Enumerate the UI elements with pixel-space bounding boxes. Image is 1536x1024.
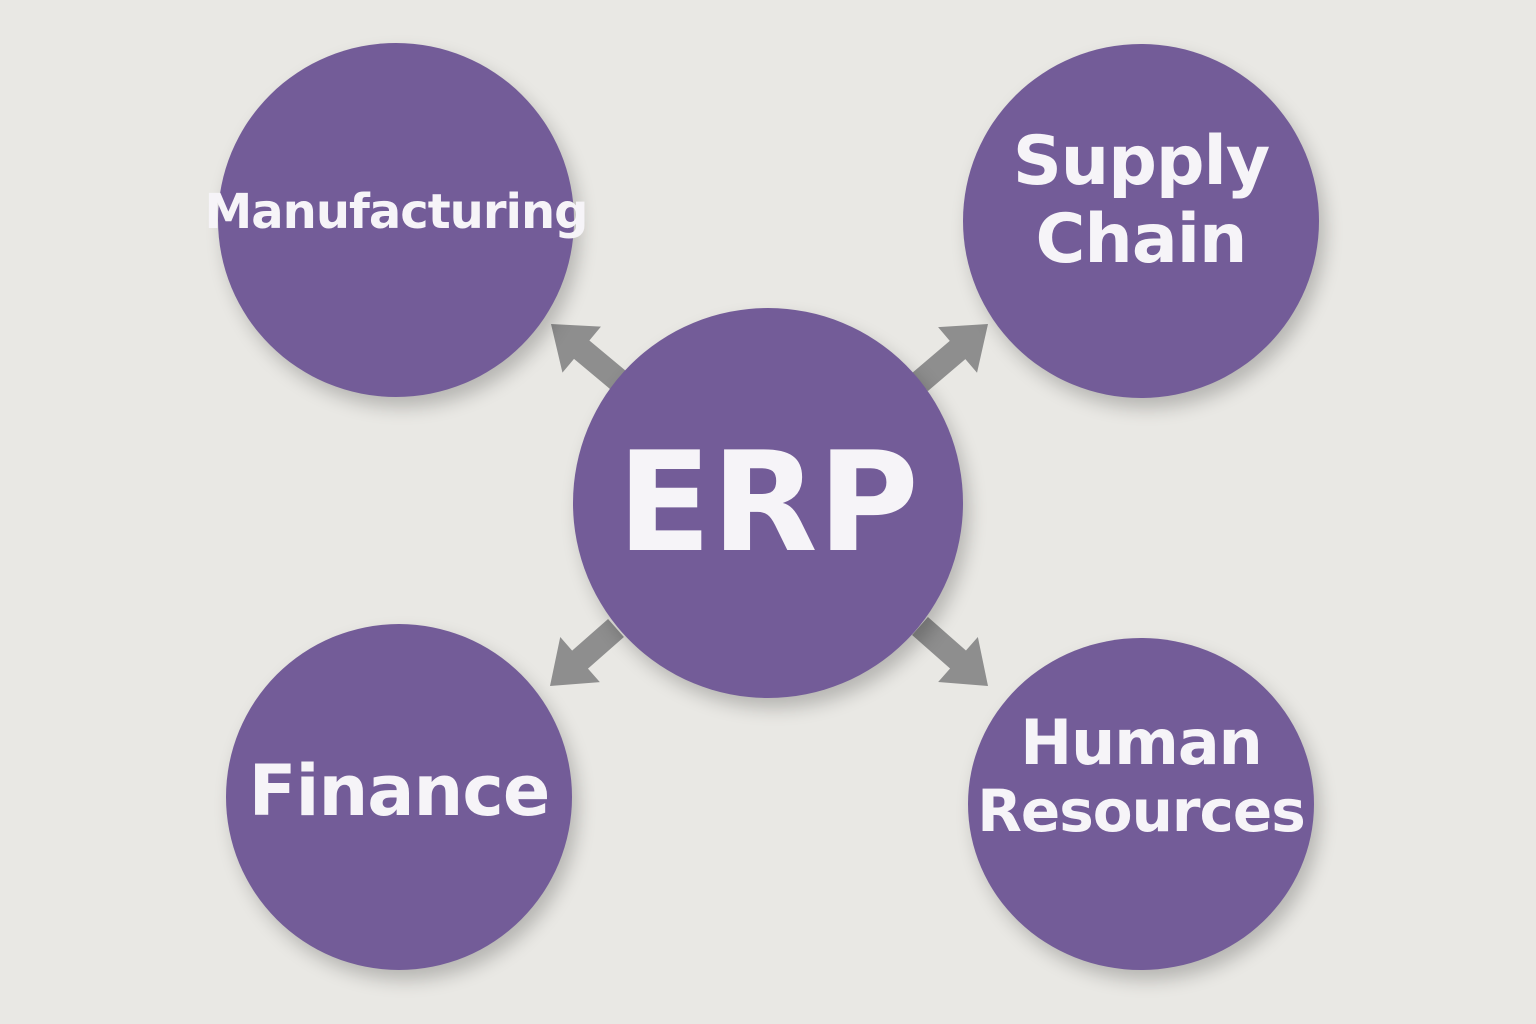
supply-chain-node: Supply Chain (963, 44, 1319, 398)
arrow-to-manufacturing (551, 324, 626, 390)
arrow-to-supply-chain (912, 324, 988, 392)
human-resources-label-line1: Human (1020, 706, 1263, 779)
supply-chain-label-line1: Supply (1012, 121, 1270, 201)
human-resources-label-line2: Resources (977, 777, 1306, 846)
manufacturing-label: Manufacturing (204, 184, 589, 240)
human-resources-node: Human Resources (968, 638, 1314, 970)
manufacturing-node: Manufacturing (205, 43, 589, 397)
finance-node: Finance (226, 624, 572, 970)
erp-label: ERP (617, 421, 919, 583)
erp-center-node: ERP (573, 308, 963, 698)
arrow-to-finance (550, 618, 624, 686)
finance-label: Finance (248, 749, 551, 832)
supply-chain-label-line2: Chain (1035, 200, 1248, 279)
arrow-to-human-resources (912, 617, 988, 686)
